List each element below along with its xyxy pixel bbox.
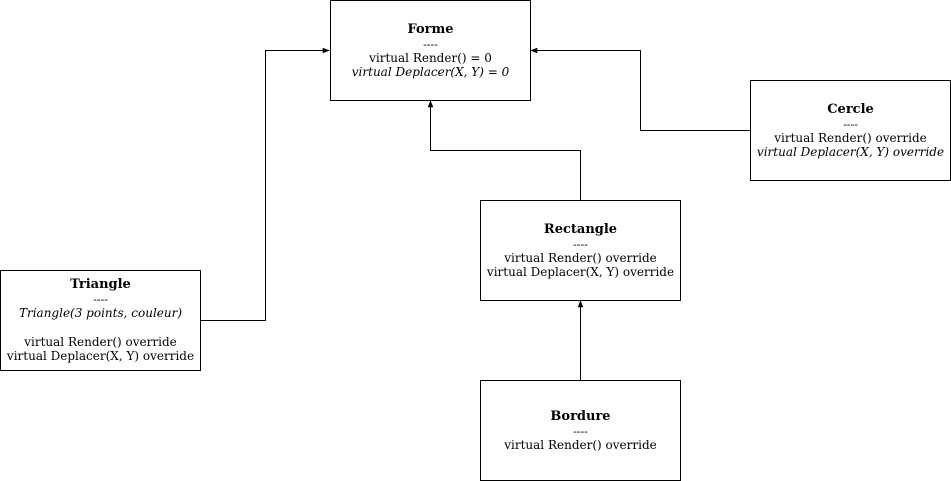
method-render: virtual Render() override	[504, 437, 657, 452]
class-name-cercle: Cercle	[827, 101, 874, 117]
constructor-triangle: Triangle(3 points, couleur)	[18, 306, 183, 321]
method-render: virtual Render() override	[774, 130, 927, 145]
class-box-triangle: Triangle ---- Triangle(3 points, couleur…	[0, 270, 201, 371]
class-separator: ----	[573, 237, 588, 251]
method-deplacer: virtual Deplacer(X, Y) override	[486, 265, 675, 279]
class-name-bordure: Bordure	[550, 408, 611, 424]
method-deplacer: virtual Deplacer(X, Y) = 0	[351, 65, 510, 79]
edge-cercle-forme	[530, 47, 750, 131]
method-render: virtual Render() = 0	[369, 50, 492, 65]
class-separator: ----	[93, 293, 108, 307]
class-name-forme: Forme	[407, 21, 454, 37]
class-separator: ----	[573, 424, 588, 438]
class-separator: ----	[423, 37, 438, 51]
edge-triangle-forme	[200, 47, 330, 321]
class-box-cercle: Cercle ---- virtual Render() override vi…	[750, 80, 951, 181]
method-render: virtual Render() override	[24, 334, 177, 349]
class-box-rectangle: Rectangle ---- virtual Render() override…	[480, 200, 681, 301]
class-name-rectangle: Rectangle	[543, 221, 618, 237]
class-separator: ----	[843, 117, 858, 131]
method-deplacer: virtual Deplacer(X, Y) override	[6, 349, 195, 364]
edge-rectangle-forme	[427, 100, 581, 200]
method-deplacer: virtual Deplacer(X, Y) override	[756, 145, 945, 159]
method-render: virtual Render() override	[504, 250, 657, 265]
class-box-bordure: Bordure ---- virtual Render() override	[480, 380, 681, 481]
class-name-triangle: Triangle	[70, 277, 131, 293]
class-box-forme: Forme ---- virtual Render() = 0 virtual …	[330, 0, 531, 101]
